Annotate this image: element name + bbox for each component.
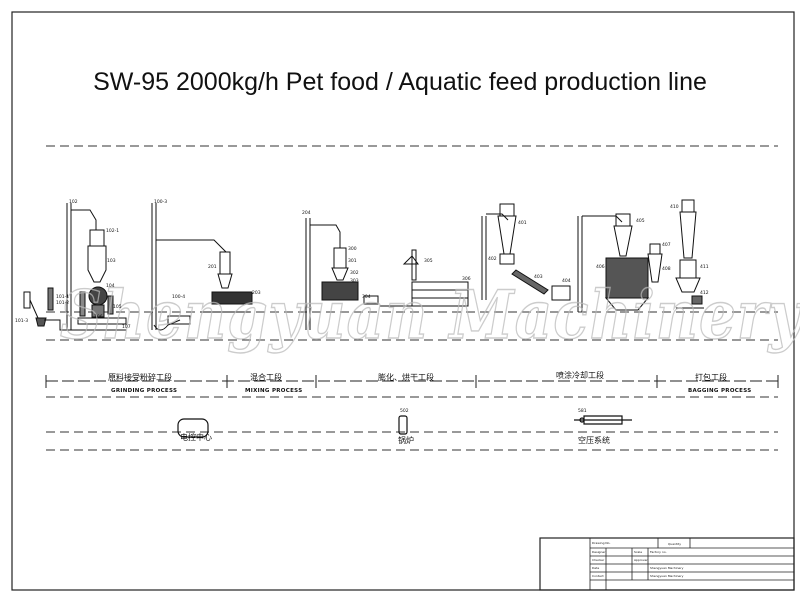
label-408: 408 bbox=[662, 266, 671, 272]
stage-mixing-en: MIXING PROCESS bbox=[245, 388, 302, 394]
label-302: 302 bbox=[350, 270, 359, 276]
label-404: 404 bbox=[562, 278, 571, 284]
control-center-icon bbox=[177, 418, 209, 438]
label-301: 301 bbox=[348, 258, 357, 264]
label-101-2: 101-2 bbox=[56, 300, 69, 306]
tb-company-1: Shengyuan Machinery bbox=[650, 566, 684, 570]
tb-contact: Contact bbox=[592, 574, 604, 578]
label-204: 204 bbox=[302, 210, 311, 216]
label-201: 201 bbox=[208, 264, 217, 270]
title-block bbox=[539, 537, 795, 591]
bagging-equipment bbox=[675, 199, 704, 309]
grinding-equipment bbox=[23, 203, 127, 331]
stage-ticks bbox=[45, 375, 779, 388]
label-101-3: 101-3 bbox=[15, 318, 28, 324]
label-100-3: 100-3 bbox=[154, 199, 167, 205]
label-402: 402 bbox=[488, 256, 497, 262]
label-581: 581 bbox=[578, 408, 587, 414]
drawing-border bbox=[11, 11, 795, 591]
air-system-label: 空压系统 bbox=[578, 435, 610, 445]
stage-grinding-en: GRINDING PROCESS bbox=[111, 388, 177, 394]
label-303: 303 bbox=[350, 278, 359, 284]
label-502: 502 bbox=[400, 408, 409, 414]
label-412: 412 bbox=[700, 290, 709, 296]
tb-factory-no: Factory no. bbox=[650, 550, 667, 554]
dashed-reference-lines bbox=[46, 145, 778, 451]
stage-bagging-en: BAGGING PROCESS bbox=[688, 388, 751, 394]
air-compressor-icon bbox=[574, 415, 632, 425]
label-107: 107 bbox=[122, 324, 131, 330]
label-407: 407 bbox=[662, 242, 671, 248]
label-406: 406 bbox=[596, 264, 605, 270]
tb-scale: Scale bbox=[634, 550, 642, 554]
stage-extrusion-cn: 膨化、烘干工段 bbox=[378, 372, 434, 382]
diagram-title: SW-95 2000kg/h Pet food / Aquatic feed p… bbox=[93, 68, 707, 96]
watermark: Shengyuan Machinery bbox=[60, 275, 800, 354]
label-401: 401 bbox=[518, 220, 527, 226]
tb-drawing-no: Drawing No. bbox=[592, 541, 610, 545]
label-300: 300 bbox=[348, 246, 357, 252]
stage-bagging-cn: 打包工段 bbox=[695, 372, 727, 382]
label-405: 405 bbox=[636, 218, 645, 224]
label-101-1: 101-1 bbox=[56, 294, 69, 300]
label-411: 411 bbox=[700, 264, 709, 270]
mixing-equipment bbox=[151, 203, 253, 331]
tb-quantity: Quantity bbox=[668, 542, 681, 546]
label-403: 403 bbox=[534, 274, 543, 280]
label-100-4: 100-4 bbox=[172, 294, 185, 300]
tb-checker: Checker bbox=[592, 558, 605, 562]
label-105: 105 bbox=[113, 304, 122, 310]
control-center-label: 电控中心 bbox=[180, 432, 212, 442]
label-306: 306 bbox=[462, 276, 471, 282]
label-203: 203 bbox=[252, 290, 261, 296]
label-106: 106 bbox=[94, 314, 103, 320]
coating-cooling-equipment bbox=[481, 203, 663, 312]
label-104: 104 bbox=[106, 283, 115, 289]
utility-symbols bbox=[177, 415, 632, 438]
tb-company-2: Shengyuan Machinery bbox=[650, 574, 684, 578]
tb-designer: Designer bbox=[592, 550, 606, 554]
tb-date: Date bbox=[592, 566, 599, 570]
boiler-icon bbox=[398, 415, 408, 435]
label-305: 305 bbox=[424, 258, 433, 264]
stage-coating-cn: 喷涂冷却工段 bbox=[556, 370, 604, 380]
label-410: 410 bbox=[670, 204, 679, 210]
stage-labels: 原料接受粉碎工段 GRINDING PROCESS 混合工段 MIXING PR… bbox=[108, 370, 751, 394]
equipment-number-labels: 101-3 101-1 101-2 102 102-1 103 104 105 … bbox=[15, 199, 709, 414]
stage-mixing-cn: 混合工段 bbox=[250, 372, 282, 382]
label-103: 103 bbox=[107, 258, 116, 264]
stage-grinding-cn: 原料接受粉碎工段 bbox=[108, 372, 172, 382]
label-304: 304 bbox=[362, 294, 371, 300]
extrusion-drying-equipment bbox=[305, 218, 469, 330]
tb-approver: Approver bbox=[634, 558, 648, 562]
title-block-text: Drawing No. Quantity Designer Checker Ap… bbox=[592, 541, 684, 578]
boiler-label: 锅炉 bbox=[398, 435, 414, 445]
label-102-1: 102-1 bbox=[106, 228, 119, 234]
label-102: 102 bbox=[69, 199, 78, 205]
utility-labels: 电控中心 锅炉 空压系统 bbox=[180, 432, 610, 445]
